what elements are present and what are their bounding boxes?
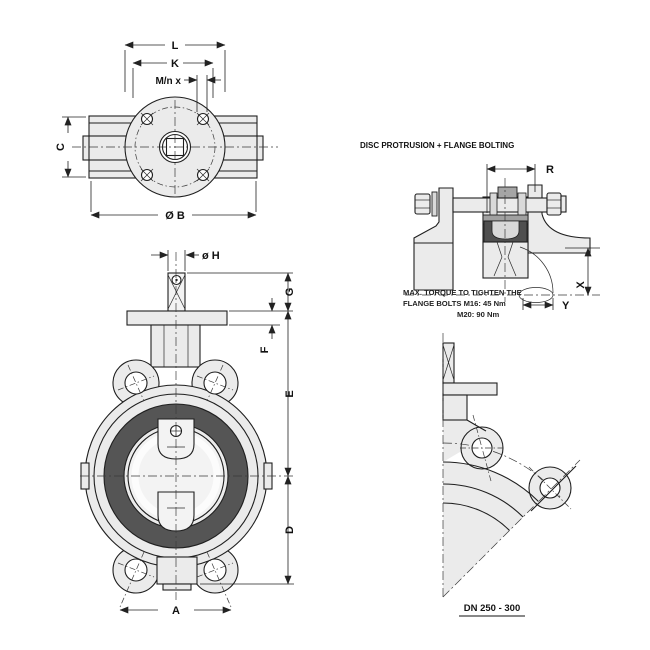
dim-label-D: D [284,526,296,534]
dim-label-B: Ø B [165,210,185,222]
dim-label-H: ø H [202,250,220,262]
dim-label-L: L [172,40,179,52]
dim-label-Y: Y [562,300,570,312]
dim-label-A: A [172,605,180,617]
dim-label-Mn: M/n x [155,76,181,87]
detail-view: DISC PROTRUSION + FLANGE BOLTING [360,141,600,319]
dim-label-G: G [284,288,296,297]
front-view: ø H G F E D A [80,250,296,617]
dim-label-C: C [55,143,67,151]
dim-label-K: K [171,58,179,70]
dim-label-E: E [284,390,296,397]
dim-label-X: X [575,281,587,289]
torque-note-line1: MAX. TORQUE TO TIGHTEN THE [403,288,522,297]
dim-label-F: F [259,346,271,353]
torque-note-line2: FLANGE BOLTS M16: 45 Nm [403,299,506,308]
detail-title: DISC PROTRUSION + FLANGE BOLTING [360,141,514,150]
torque-note-line3: M20: 90 Nm [457,310,499,319]
partial-view-caption: DN 250 - 300 [464,603,521,614]
bolt-holes [140,112,210,182]
dim-label-R: R [546,164,554,176]
top-view: L K M/n x C Ø B [55,40,278,222]
partial-view-dn250-300: DN 250 - 300 [442,333,581,617]
